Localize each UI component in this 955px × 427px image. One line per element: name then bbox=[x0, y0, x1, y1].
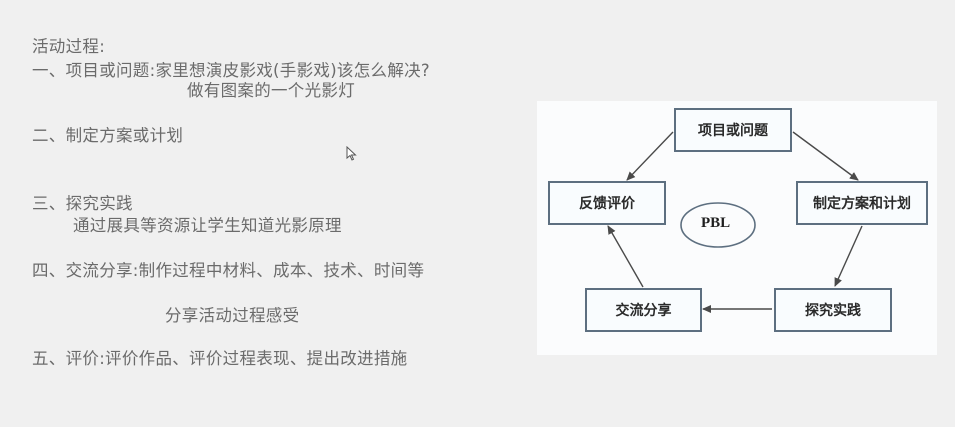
step-1-detail: 做有图案的一个光影灯 bbox=[187, 81, 355, 100]
mouse-pointer-icon bbox=[346, 146, 357, 161]
step-2-text: 二、制定方案或计划 bbox=[32, 126, 184, 145]
node-label: 交流分享 bbox=[615, 303, 672, 319]
node-label: 探究实践 bbox=[805, 303, 861, 319]
step-5-text: 五、评价:评价作品、评价过程表现、提出改进措施 bbox=[32, 349, 408, 368]
node-practice: 探究实践 bbox=[774, 288, 892, 332]
step-4-detail: 分享活动过程感受 bbox=[165, 306, 300, 325]
node-project-question: 项目或问题 bbox=[674, 108, 792, 152]
activity-heading: 活动过程: bbox=[32, 37, 106, 56]
step-1-text: 一、项目或问题:家里想演皮影戏(手影戏)该怎么解决? bbox=[32, 61, 430, 80]
node-label: 制定方案和计划 bbox=[813, 196, 911, 212]
node-share: 交流分享 bbox=[585, 288, 702, 332]
node-label: 反馈评价 bbox=[579, 196, 635, 212]
node-plan: 制定方案和计划 bbox=[796, 181, 928, 225]
node-label: 项目或问题 bbox=[698, 123, 768, 139]
step-3-text: 三、探究实践 bbox=[32, 194, 133, 213]
pbl-ellipse bbox=[680, 202, 756, 248]
pbl-center-label: PBL bbox=[701, 215, 731, 231]
node-feedback: 反馈评价 bbox=[548, 181, 666, 225]
step-3-detail: 通过展具等资源让学生知道光影原理 bbox=[73, 216, 342, 235]
step-4-text: 四、交流分享:制作过程中材料、成本、技术、时间等 bbox=[32, 261, 425, 280]
